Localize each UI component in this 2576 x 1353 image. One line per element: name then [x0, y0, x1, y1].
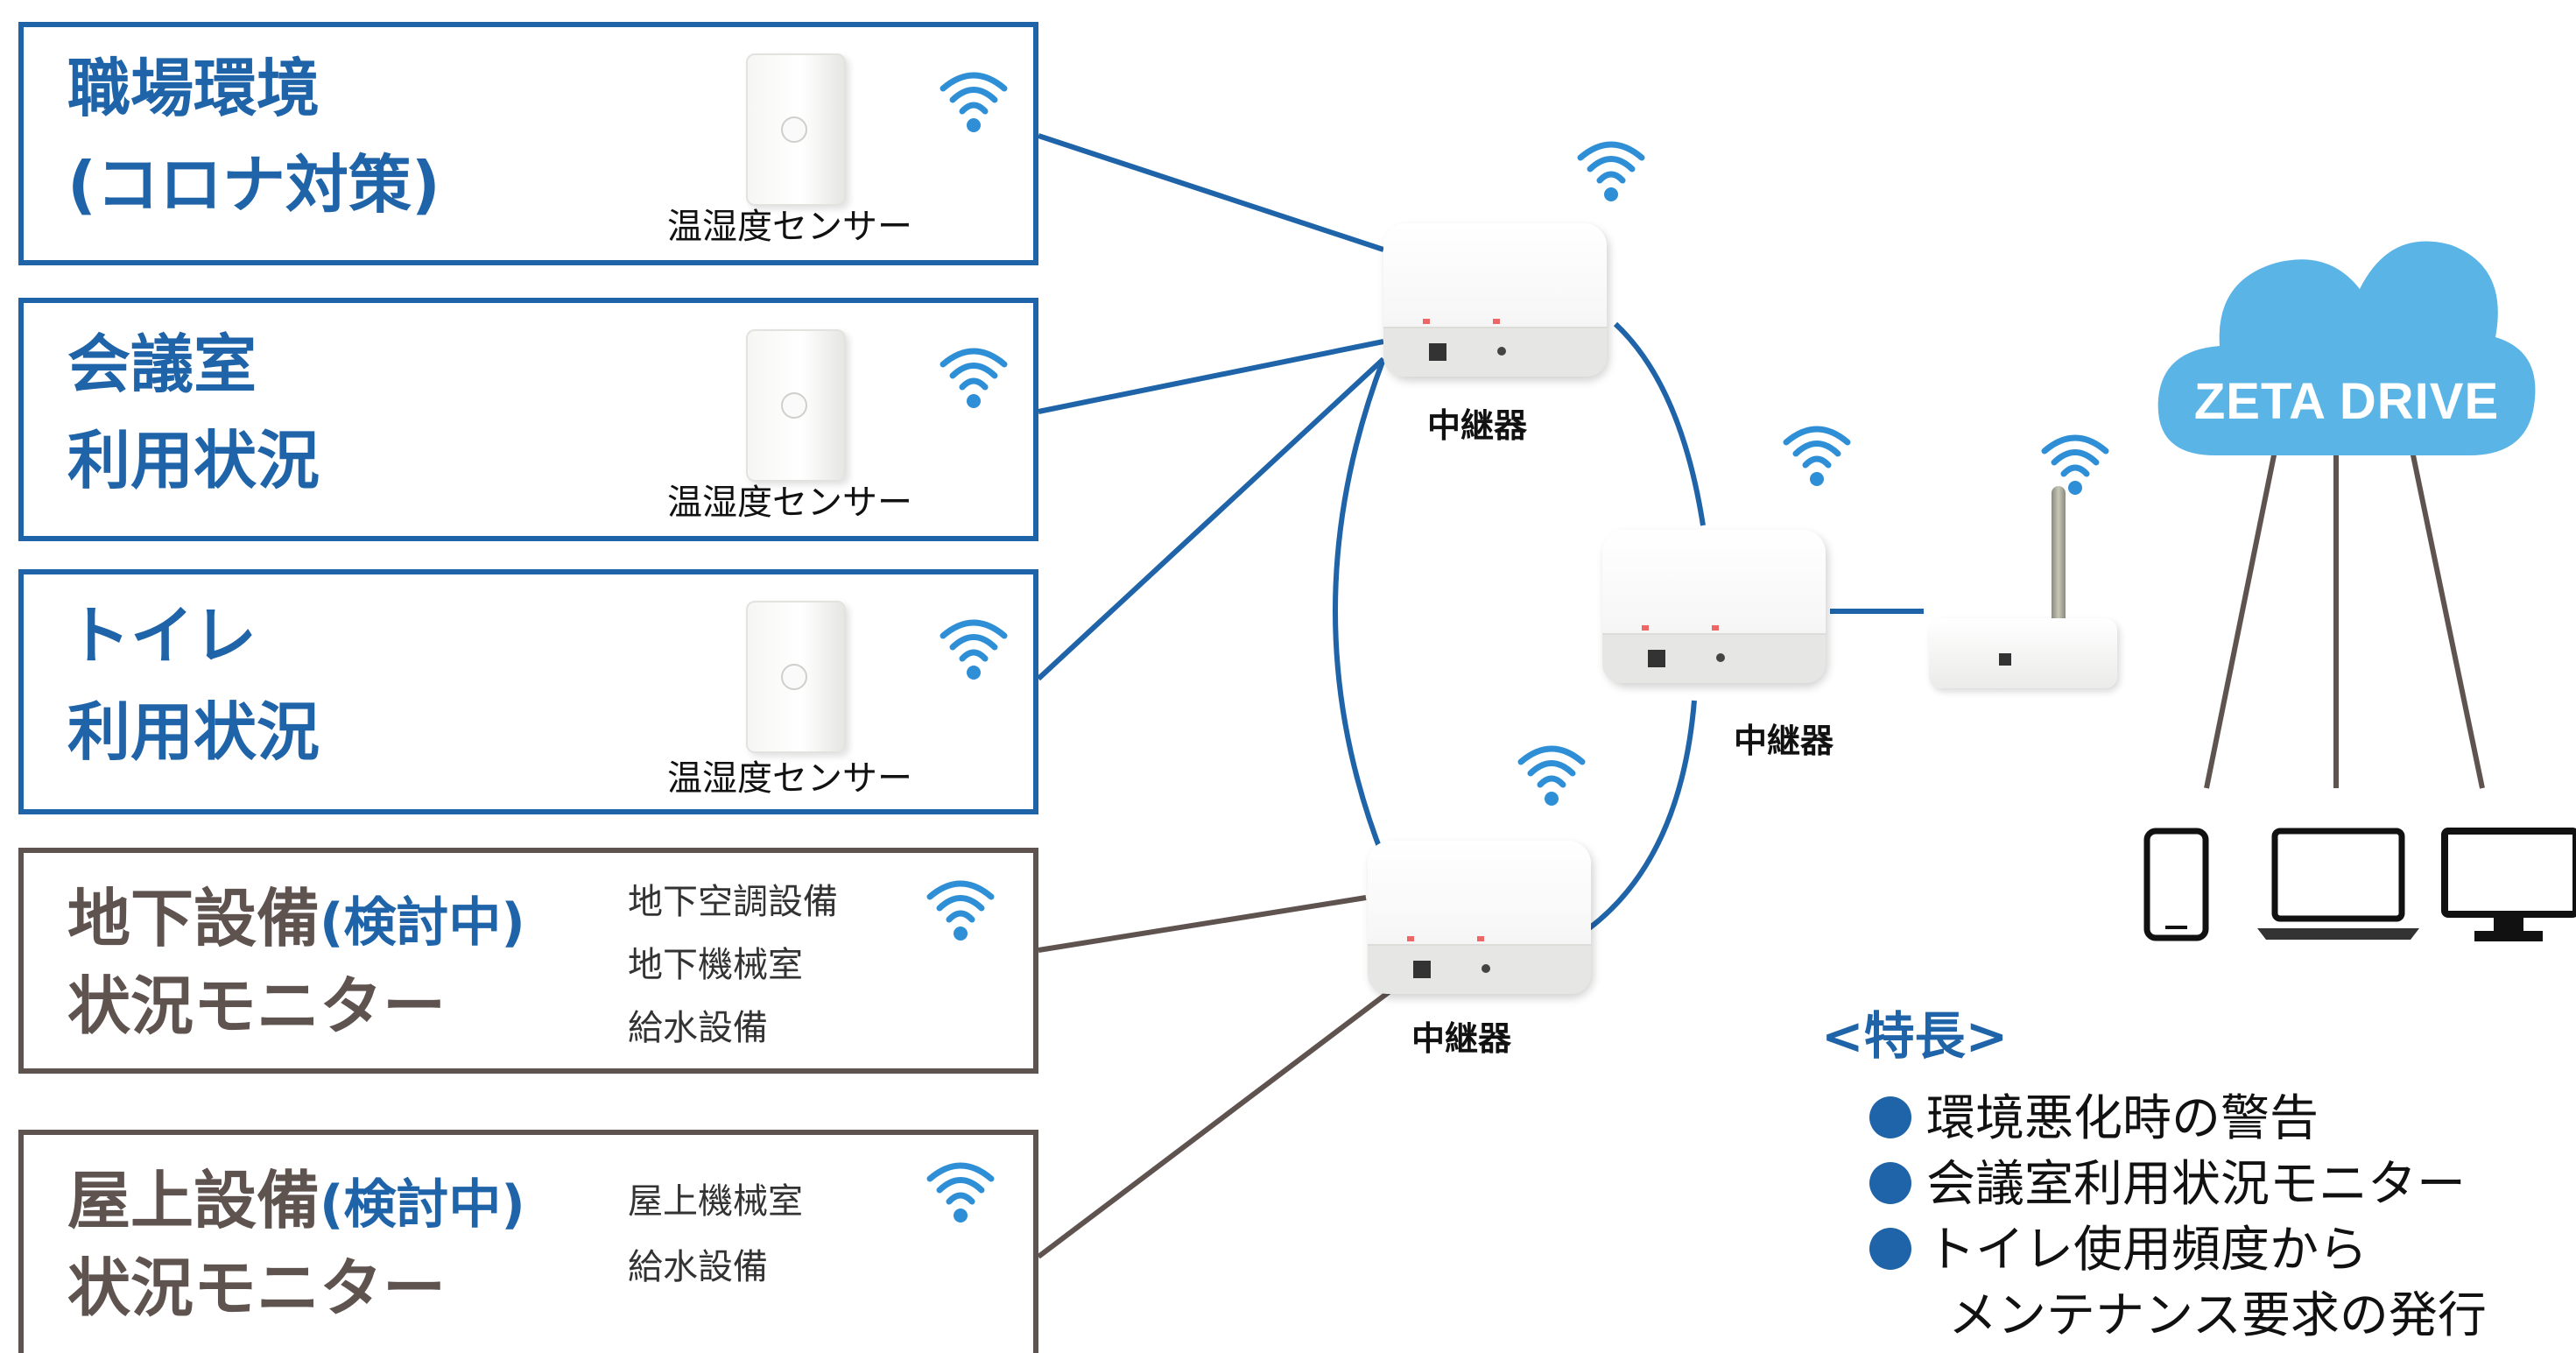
group-title-main: 地下設備 [67, 882, 320, 955]
group-title-line2: 状況モニター [67, 969, 447, 1043]
group-title-note: (検討中) [320, 1174, 525, 1236]
wifi-icon [1577, 141, 1645, 201]
relay-label: 中継器 [1411, 1019, 1512, 1058]
bullet-icon [1869, 1228, 1911, 1270]
link-relay3-relay2 [1587, 700, 1697, 931]
group-title-line1: 会議室 [67, 328, 257, 401]
smartphone-icon [2143, 828, 2209, 941]
features-heading: <特長> [1821, 1006, 2009, 1066]
bullet-icon [1869, 1162, 1911, 1204]
group-rooftop-equipment: 屋上設備(検討中) 状況モニター 屋上機械室 給水設備 [18, 1130, 1038, 1353]
sub-item: 地下空調設備 [628, 882, 838, 922]
group-title-note: (検討中) [320, 892, 525, 954]
group-toilet: トイレ 利用状況 温湿度センサー [18, 569, 1038, 814]
wifi-icon [926, 880, 995, 941]
feature-item: 環境悪化時の警告 [1869, 1086, 2487, 1152]
sub-item: 給水設備 [628, 1247, 768, 1287]
link-cloud-monitor [2410, 450, 2485, 789]
group-title-line1: 地下設備(検討中) [67, 870, 525, 971]
wifi-icon [940, 72, 1008, 132]
humidity-sensor-device [746, 329, 846, 482]
relay-label: 中継器 [1427, 406, 1528, 445]
link-relay1-relay3 [1333, 357, 1386, 860]
sub-item: 給水設備 [628, 1008, 768, 1048]
group-office-environment: 職場環境 (コロナ対策) 温湿度センサー [18, 22, 1038, 265]
feature-item-continued: メンテナンス要求の発行 [1948, 1287, 2487, 1344]
link-office-to-relay1 [1038, 133, 1384, 252]
relay-device-2 [1602, 530, 1826, 683]
wifi-icon [1517, 745, 1586, 806]
features-list: 環境悪化時の警告 会議室利用状況モニター トイレ使用頻度から メンテナンス要求の… [1869, 1086, 2487, 1349]
wifi-icon [2041, 434, 2109, 495]
link-meeting-to-relay1 [1038, 339, 1384, 414]
humidity-sensor-device [746, 53, 846, 206]
group-title-line2: 状況モニター [67, 1251, 447, 1325]
sub-item: 屋上機械室 [628, 1181, 803, 1222]
humidity-sensor-device [746, 601, 846, 753]
group-title-line1: 屋上設備(検討中) [67, 1152, 525, 1253]
wifi-icon [940, 619, 1008, 680]
link-relay1-relay2 [1613, 321, 1706, 526]
sub-item: 地下機械室 [628, 945, 803, 985]
feature-item: 会議室利用状況モニター [1869, 1152, 2487, 1217]
group-title-line1: 職場環境 [67, 52, 320, 125]
link-cloud-smartphone [2204, 450, 2277, 789]
sensor-label: 温湿度センサー [667, 483, 912, 523]
sensor-label: 温湿度センサー [667, 207, 912, 247]
group-basement-equipment: 地下設備(検討中) 状況モニター 地下空調設備 地下機械室 給水設備 [18, 848, 1038, 1074]
link-basement-to-relay3 [1038, 895, 1367, 953]
bullet-icon [1869, 1096, 1911, 1138]
sensor-label: 温湿度センサー [667, 758, 912, 799]
wifi-icon [1783, 426, 1851, 486]
group-meeting-room: 会議室 利用状況 温湿度センサー [18, 298, 1038, 541]
cloud-icon [2157, 241, 2536, 455]
relay-device-3 [1368, 841, 1591, 994]
relay-label: 中継器 [1734, 722, 1834, 760]
relay-device-1 [1383, 223, 1607, 377]
gateway-device [1929, 618, 2117, 688]
wifi-icon [926, 1162, 995, 1223]
group-title-line2: 利用状況 [67, 424, 320, 497]
link-rooftop-to-relay3 [1037, 987, 1394, 1259]
monitor-icon [2441, 828, 2576, 941]
wifi-icon [940, 348, 1008, 408]
group-title-main: 屋上設備 [67, 1164, 320, 1237]
laptop-icon [2257, 828, 2419, 940]
cloud-label: ZETA DRIVE [2193, 373, 2500, 430]
group-title-line1: トイレ [67, 599, 257, 673]
feature-item: トイレ使用頻度から [1869, 1217, 2487, 1283]
group-title-line2: 利用状況 [67, 695, 320, 769]
link-toilet-to-relay1 [1036, 356, 1386, 681]
group-title-line2: (コロナ対策) [67, 148, 440, 222]
